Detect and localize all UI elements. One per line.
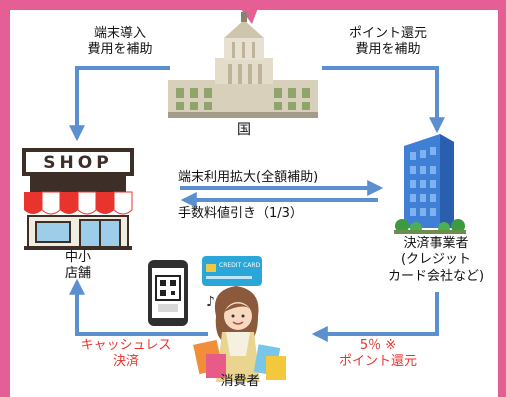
shop-icon: [22, 148, 134, 250]
office-building-icon: [394, 134, 466, 234]
terminal-expansion-label: 端末利用拡大(全額補助): [178, 170, 378, 186]
music-note-icon: ♪: [206, 294, 215, 310]
cashless-payment-line2: 決済: [112, 354, 139, 370]
fee-discount-text: 手数料値引き（1/3）: [178, 206, 303, 221]
credit-card-icon: CREDIT CARD: [202, 256, 262, 286]
payment-company-label-line2: (クレジット: [400, 252, 472, 268]
payment-company-label-line3: カード会社など): [387, 268, 485, 284]
payment-company-label-line1: 決済事業者: [403, 236, 469, 251]
arrow-company-to-consumer: [311, 292, 439, 342]
point-return-line1: 5％ ※: [359, 338, 397, 353]
gov-to-shop-label: 端末導入 費用を補助: [72, 26, 168, 59]
gov-to-shop-line1: 端末導入: [93, 26, 146, 41]
smartphone-qr-icon: [148, 260, 188, 326]
gov-to-company-line2: 費用を補助: [355, 42, 421, 58]
gov-to-company-label: ポイント還元 費用を補助: [328, 26, 448, 59]
payment-company-label: 決済事業者 (クレジット カード会社など): [376, 236, 496, 285]
consumer-label-text: 消費者: [220, 374, 260, 389]
shop-sign: SHOP: [24, 153, 132, 174]
shop-label-line2: 店舗: [64, 266, 91, 282]
terminal-expansion-text: 端末利用拡大(全額補助): [178, 170, 319, 185]
arrow-gov-to-company: [322, 66, 445, 134]
diagram-graphics: CREDIT CARD ♪: [22, 10, 466, 382]
government-label-text: 国: [237, 122, 251, 138]
cashless-payment-line1: キャッシュレス: [80, 338, 172, 353]
gov-to-shop-line2: 費用を補助: [87, 42, 153, 58]
card-text: CREDIT CARD: [219, 262, 261, 269]
shop-label-line1: 中小: [64, 250, 91, 265]
gov-to-company-line1: ポイント還元: [348, 26, 427, 41]
shop-sign-text: SHOP: [43, 153, 113, 173]
point-return-label: 5％ ※ ポイント還元: [320, 338, 436, 371]
consumer-label: 消費者: [210, 374, 270, 390]
fee-discount-label: 手数料値引き（1/3）: [178, 206, 378, 222]
arrow-gov-to-shop: [69, 66, 170, 142]
shopper-woman-icon: [193, 286, 286, 382]
shop-label: 中小 店舗: [38, 250, 118, 283]
arrow-consumer-to-shop: [69, 278, 208, 336]
government-label: 国: [229, 122, 259, 140]
point-return-line2: ポイント還元: [338, 354, 417, 370]
diet-building-icon: [168, 12, 318, 118]
cashless-payment-label: キャッシュレス 決済: [66, 338, 186, 371]
cashless-flow-diagram: CREDIT CARD ♪ 国 SHOP 中小 店舗: [10, 10, 498, 397]
